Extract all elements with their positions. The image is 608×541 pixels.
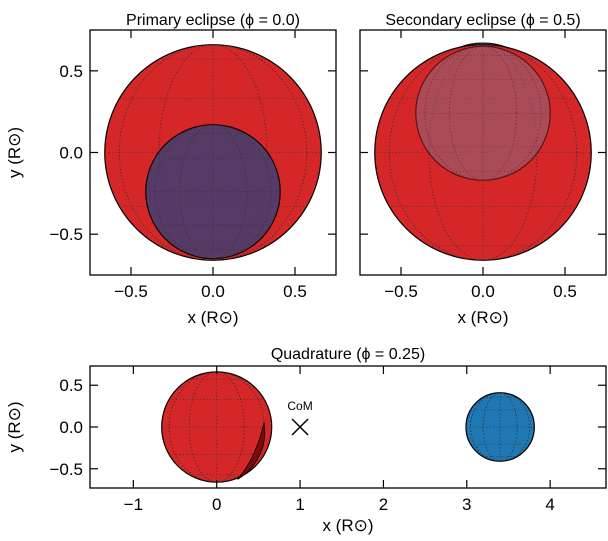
longitude-line — [118, 44, 308, 261]
panel-2: −0.5 0.0 0.5 Secondary eclipse (ϕ = 0.5) x (… — [359, 12, 607, 327]
y-axis-label: y (R⊙) — [5, 401, 24, 452]
y-tick-label: −0.5 — [49, 225, 83, 244]
x-tick-label: 0 — [212, 495, 221, 514]
longitude-line — [424, 46, 542, 181]
longitude-line — [188, 371, 245, 483]
star-disk — [415, 45, 551, 181]
x-tick-label: 0.5 — [283, 282, 307, 301]
star-secondary — [145, 124, 281, 260]
star-grid — [415, 46, 551, 181]
x-tick-label: 2 — [379, 495, 388, 514]
longitude-line — [482, 392, 518, 462]
x-tick-label: 3 — [462, 495, 471, 514]
star-disk — [145, 124, 281, 260]
y-tick-label: 0.0 — [59, 144, 83, 163]
plot-area — [161, 371, 535, 483]
x-tick-label: −0.5 — [114, 282, 148, 301]
limb-shadow — [237, 422, 266, 480]
x-axis-label: x (R⊙) — [187, 308, 238, 327]
longitude-line — [388, 44, 578, 261]
y-axis-label: y (R⊙) — [5, 127, 24, 178]
com-marker: CoM — [287, 399, 313, 436]
star-secondary — [465, 392, 535, 462]
y-tick-label: 0.5 — [59, 376, 83, 395]
panel-1: −0.5 0.0 0.5 −0.5 0.0 0.5 Primary eclipse (ϕ =… — [5, 12, 337, 327]
panel-title: Quadrature (ϕ = 0.25) — [271, 346, 425, 363]
x-tick-label: 4 — [545, 495, 554, 514]
x-tick-label: 1 — [295, 495, 304, 514]
x-tick-label: −0.5 — [384, 282, 418, 301]
y-tick-label: 0.0 — [59, 418, 83, 437]
x-axis-label: x (R⊙) — [457, 308, 508, 327]
star-grid — [465, 392, 535, 462]
x-tick-label: −1 — [124, 495, 143, 514]
longitude-line — [154, 124, 272, 259]
plot-area — [104, 44, 322, 261]
x-tick-label: 0.0 — [201, 282, 225, 301]
longitude-line — [448, 46, 518, 181]
x-tick-label: 0.0 — [471, 282, 495, 301]
x-axis-label: x (R⊙) — [322, 516, 373, 535]
panel-3: CoM −1 0 1 2 3 4 −0.5 0.0 0.5 Quadrature (ϕ = 0.25… — [5, 346, 607, 535]
com-cross — [291, 418, 309, 436]
star-secondary-ghost — [415, 45, 551, 181]
longitude-line — [424, 46, 542, 181]
y-tick-label: −0.5 — [49, 460, 83, 479]
y-tick-label: 0.5 — [59, 62, 83, 81]
star-grid — [145, 124, 281, 259]
longitude-line — [178, 124, 248, 259]
plot-area — [374, 42, 592, 261]
panel-title: Primary eclipse (ϕ = 0.0) — [126, 12, 300, 29]
longitude-line — [448, 46, 518, 181]
star-primary — [161, 371, 273, 483]
panel-title: Secondary eclipse (ϕ = 0.5) — [385, 12, 580, 29]
x-tick-label: 0.5 — [553, 282, 577, 301]
longitude-line — [470, 392, 531, 462]
com-label: CoM — [287, 399, 312, 413]
